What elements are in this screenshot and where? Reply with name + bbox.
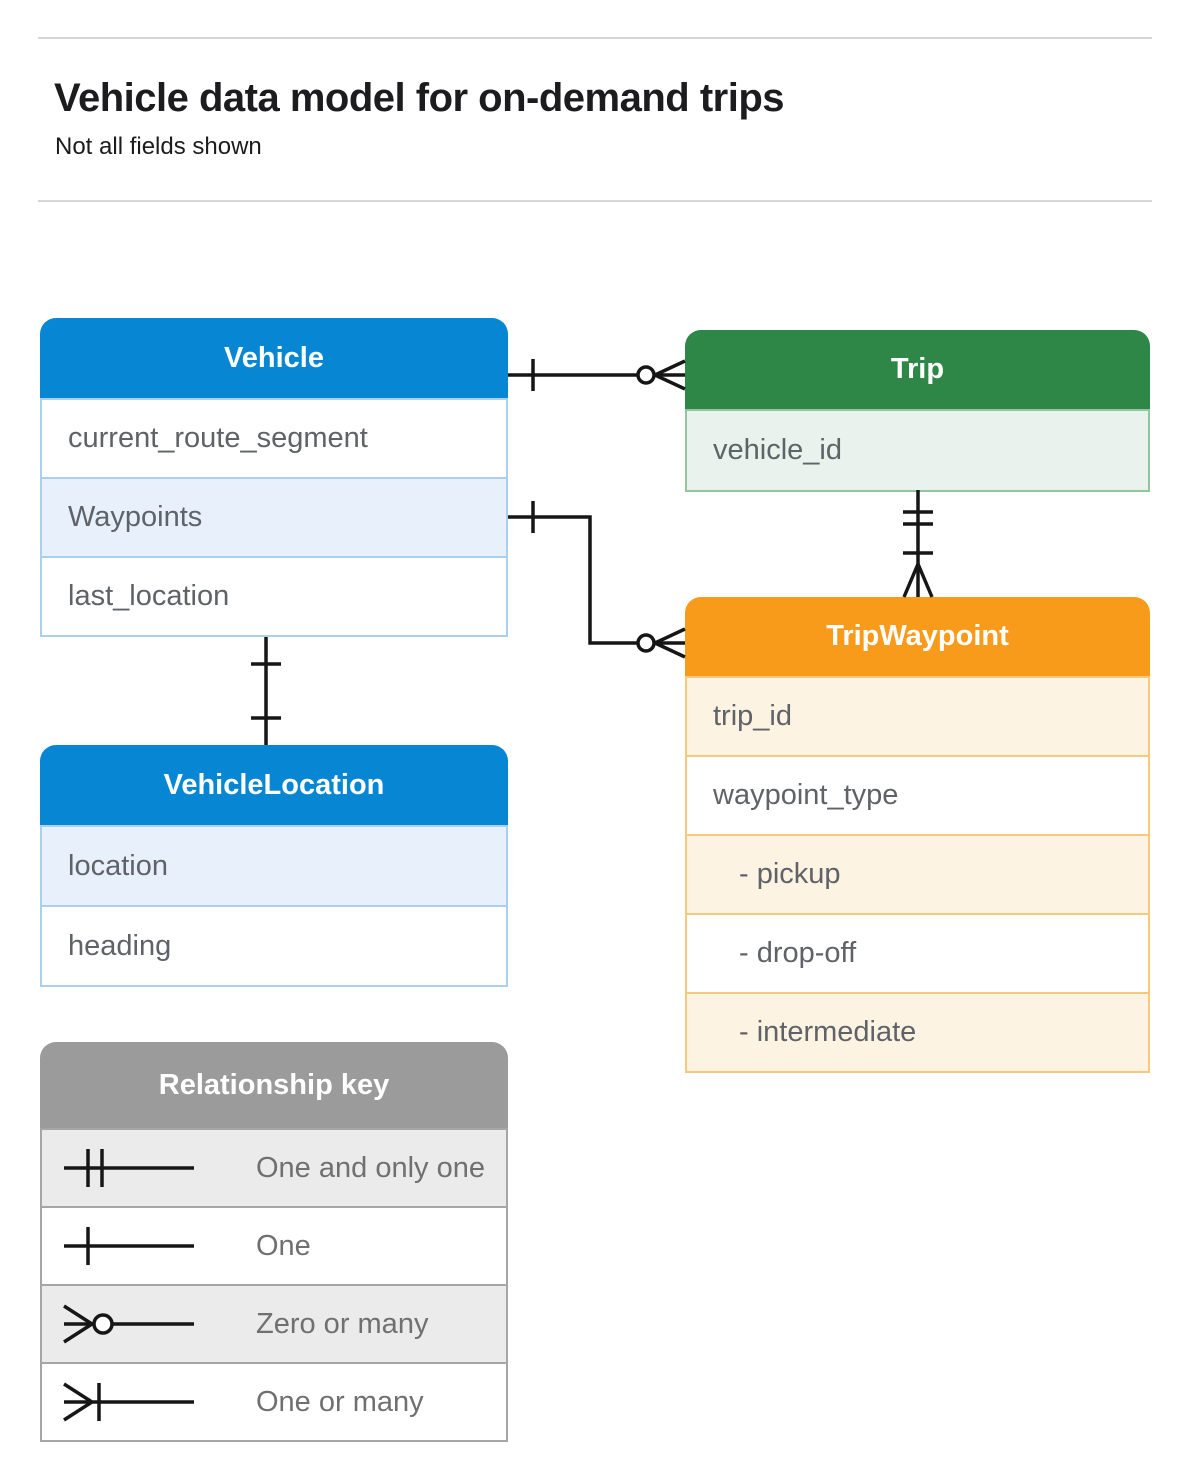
page-subtitle: Not all fields shown — [55, 133, 262, 160]
one-and-only-one-symbol — [64, 1149, 194, 1187]
relationship-vehicle-trip-line — [508, 359, 686, 391]
page-title: Vehicle data model for on-demand trips — [54, 76, 785, 120]
entity-trip-fields: vehicle_id — [685, 409, 1150, 492]
entity-vehicle: Vehicle current_route_segment Waypoints … — [40, 318, 508, 637]
relationship-vehicle-vehiclelocation-line — [251, 637, 281, 745]
legend-item-one-or-many: One or many — [42, 1362, 506, 1440]
field-last-location: last_location — [42, 556, 506, 635]
relationship-waypoints-tripwaypoint-line — [508, 501, 686, 659]
entity-trip: Trip vehicle_id — [685, 330, 1150, 492]
relationship-key: Relationship key One and only one One Ze… — [40, 1042, 508, 1442]
relationship-key-rows: One and only one One Zero or many One or… — [40, 1128, 508, 1442]
legend-label: One or many — [256, 1385, 424, 1418]
field-location: location — [42, 825, 506, 905]
field-waypoint-type-drop-off: - drop-off — [687, 913, 1148, 992]
legend-item-one-and-only-one: One and only one — [42, 1128, 506, 1206]
entity-vehicle-fields: current_route_segment Waypoints last_loc… — [40, 398, 508, 637]
legend-item-zero-or-many: Zero or many — [42, 1284, 506, 1362]
field-current-route-segment: current_route_segment — [42, 398, 506, 477]
field-waypoint-type: waypoint_type — [687, 755, 1148, 834]
entity-tripwaypoint-title: TripWaypoint — [685, 597, 1150, 676]
field-waypoint-type-pickup: - pickup — [687, 834, 1148, 913]
entity-vehiclelocation-title: VehicleLocation — [40, 745, 508, 825]
entity-vehicle-title: Vehicle — [40, 318, 508, 398]
field-trip-id: trip_id — [687, 676, 1148, 755]
entity-tripwaypoint: TripWaypoint trip_id waypoint_type - pic… — [685, 597, 1150, 1073]
legend-label: One and only one — [256, 1151, 485, 1184]
one-or-many-symbol — [63, 1382, 194, 1422]
entity-vehiclelocation: VehicleLocation location heading — [40, 745, 508, 987]
field-vehicle-id: vehicle_id — [687, 409, 1148, 490]
legend-label: One — [256, 1229, 311, 1262]
top-divider — [38, 37, 1152, 39]
legend-label: Zero or many — [256, 1307, 429, 1340]
header-divider — [38, 200, 1152, 202]
relationship-key-title: Relationship key — [40, 1042, 508, 1128]
entity-trip-title: Trip — [685, 330, 1150, 409]
field-waypoint-type-intermediate: - intermediate — [687, 992, 1148, 1071]
field-heading: heading — [42, 905, 506, 985]
relationship-trip-tripwaypoint-line — [902, 490, 934, 598]
field-waypoints: Waypoints — [42, 477, 506, 556]
entity-vehiclelocation-fields: location heading — [40, 825, 508, 987]
one-symbol — [64, 1227, 194, 1265]
zero-or-many-symbol — [63, 1304, 194, 1344]
legend-item-one: One — [42, 1206, 506, 1284]
entity-tripwaypoint-fields: trip_id waypoint_type - pickup - drop-of… — [685, 676, 1150, 1073]
